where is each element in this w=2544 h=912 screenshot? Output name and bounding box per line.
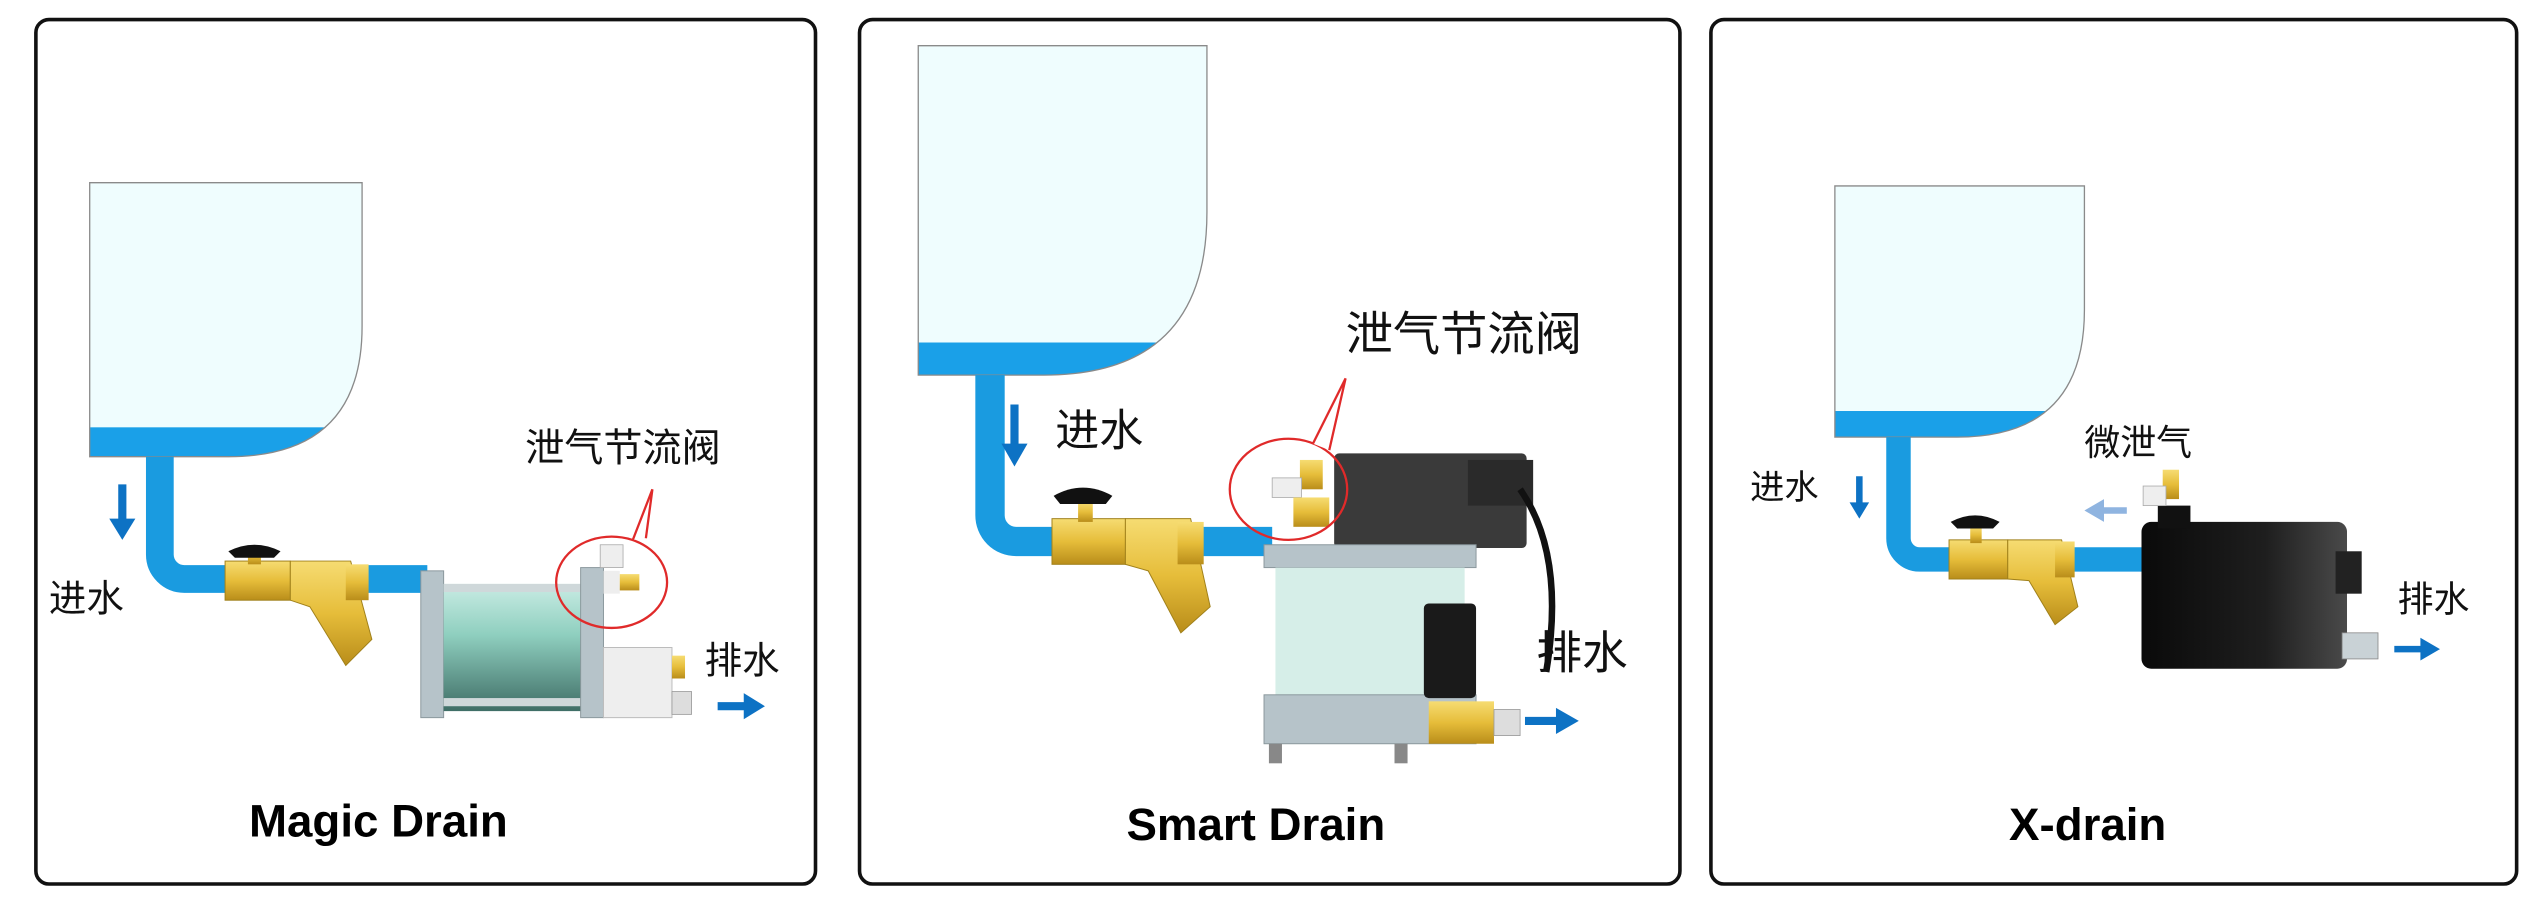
callout-label: 泄气节流阀 [1346, 308, 1582, 363]
panel-magic-drain: 进水 [34, 17, 818, 886]
outlet-label: 排水 [1536, 627, 1627, 680]
solenoid-coil [1423, 603, 1477, 699]
callout-bubble [1228, 377, 1349, 542]
outlet-label: 排水 [705, 639, 780, 683]
micro-vent-valve [2162, 469, 2180, 500]
vent-arrow-icon [2084, 499, 2127, 522]
panel-smart-drain: 进水 [857, 17, 1682, 886]
inlet-pipe [975, 375, 1273, 557]
inlet-arrow-icon [1001, 404, 1028, 467]
outlet-arrow-icon [2394, 637, 2440, 661]
ball-valve-strainer [224, 544, 373, 667]
tank [917, 45, 1208, 376]
inlet-pipe [145, 456, 428, 593]
panel-title: X-drain [2009, 799, 2166, 850]
vent-label: 微泄气 [2084, 423, 2192, 464]
panel-title: Magic Drain [249, 796, 508, 847]
inlet-pipe [1886, 437, 2153, 572]
panel-x-drain: 进水 微泄气 [1709, 17, 2519, 886]
smart-drain-unit [1263, 453, 1556, 764]
outlet-label: 排水 [2398, 580, 2470, 621]
throttle-valve [1299, 459, 1323, 490]
tank [1834, 185, 2086, 438]
outlet-arrow-icon [717, 693, 765, 720]
magic-drain-unit [420, 544, 692, 719]
panel-title: Smart Drain [1126, 799, 1385, 850]
callout-label: 泄气节流阀 [525, 427, 721, 472]
tank [89, 182, 363, 458]
inlet-label: 进水 [1055, 405, 1143, 456]
throttle-valve [599, 544, 624, 568]
valve-handle [1950, 515, 2000, 529]
ball-valve-strainer [1948, 515, 2079, 626]
inlet-label: 进水 [1750, 468, 1819, 508]
valve-handle [1053, 487, 1113, 504]
cable [1517, 487, 1556, 673]
inlet-label: 进水 [49, 577, 124, 621]
ball-valve-strainer [1051, 487, 1211, 634]
x-drain-unit [2141, 469, 2379, 669]
valve-handle [228, 544, 281, 558]
inlet-arrow-icon [1849, 476, 1870, 519]
inlet-arrow-icon [109, 484, 136, 540]
callout-bubble [555, 488, 669, 630]
outlet-arrow-icon [1524, 707, 1579, 734]
